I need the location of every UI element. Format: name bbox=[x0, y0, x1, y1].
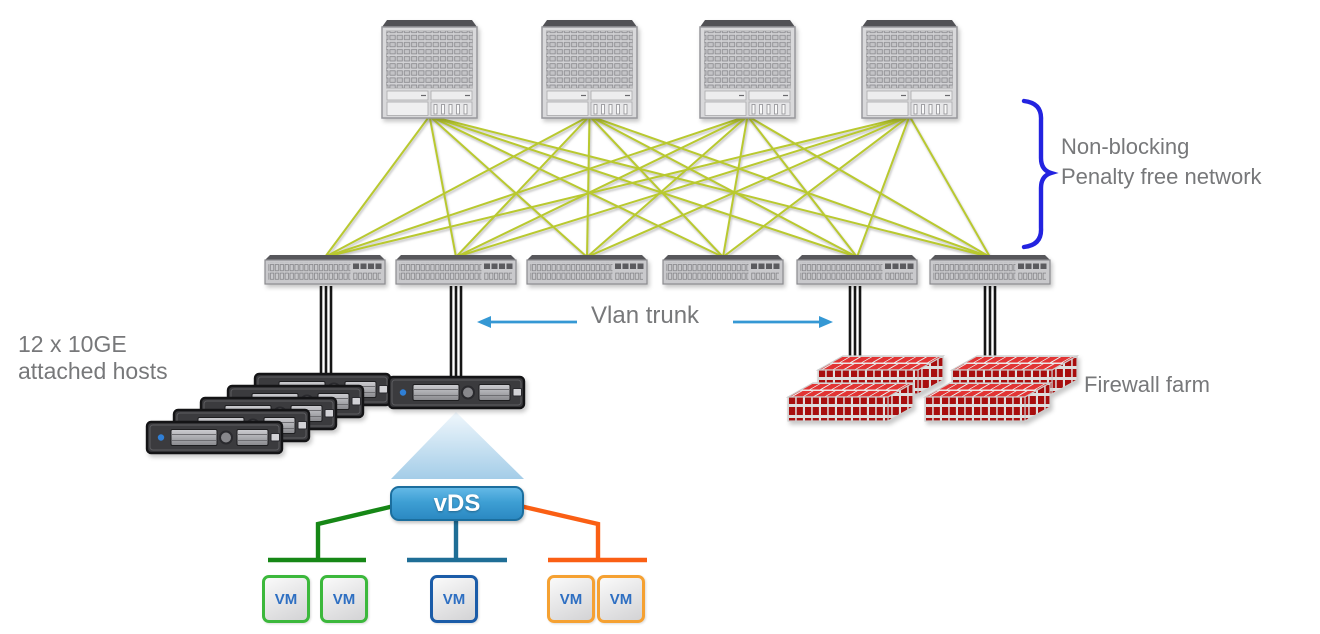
leaf-switch-icon bbox=[264, 254, 386, 285]
vlan-trunk-arrows bbox=[477, 316, 833, 328]
host-server-icon bbox=[387, 375, 526, 410]
orange-portgroup-link bbox=[519, 503, 601, 558]
vm-label: VM bbox=[332, 590, 356, 608]
left-arrowhead-icon bbox=[477, 316, 491, 328]
vm-label: VM bbox=[559, 590, 583, 608]
spine-leaf-mesh-links bbox=[324, 115, 991, 258]
vm-box-orange-2: VM bbox=[597, 575, 645, 623]
host-and-firewall-cables bbox=[319, 286, 997, 380]
cable-leaf5-firewall bbox=[848, 286, 862, 367]
green-portgroup-link bbox=[315, 503, 395, 558]
cable-leaf6-firewall bbox=[983, 286, 997, 367]
network-note-label: Non-blocking Penalty free network bbox=[1061, 132, 1262, 192]
attached-hosts-label-line1: 12 x 10GE bbox=[18, 331, 127, 357]
brace-icon bbox=[1021, 98, 1059, 250]
leaf-switch-icon bbox=[662, 254, 784, 285]
cable-leaf2-host bbox=[449, 286, 463, 380]
network-note-line1: Non-blocking bbox=[1061, 134, 1190, 159]
spine-switch-icon bbox=[861, 19, 958, 119]
vds-box: vDS bbox=[390, 486, 524, 521]
host-server-icon bbox=[145, 420, 284, 455]
vds-label: vDS bbox=[433, 489, 481, 517]
leaf-switch-icon bbox=[526, 254, 648, 285]
vm-box-green-2: VM bbox=[320, 575, 368, 623]
portgroup-connectors bbox=[268, 503, 647, 563]
vm-box-blue-1: VM bbox=[430, 575, 478, 623]
firewall-icon bbox=[787, 382, 914, 422]
vm-box-orange-1: VM bbox=[547, 575, 595, 623]
right-arrowhead-icon bbox=[819, 316, 833, 328]
spine-switch-icon bbox=[541, 19, 638, 119]
vm-label: VM bbox=[442, 590, 466, 608]
network-note-line2: Penalty free network bbox=[1061, 164, 1262, 189]
spine-switch-icon bbox=[381, 19, 478, 119]
leaf-switch-icon bbox=[929, 254, 1051, 285]
leaf-switch-icon bbox=[395, 254, 517, 285]
vm-box-green-1: VM bbox=[262, 575, 310, 623]
cable-leaf1-hosts bbox=[319, 286, 333, 378]
attached-hosts-label-line2: attached hosts bbox=[18, 358, 168, 384]
spine-switch-icon bbox=[699, 19, 796, 119]
vlan-trunk-label: Vlan trunk bbox=[591, 302, 700, 329]
firewall-icon bbox=[924, 382, 1051, 422]
hardware-icons bbox=[145, 19, 1078, 455]
attached-hosts-label: 12 x 10GE attached hosts bbox=[18, 331, 168, 385]
vds-uplink-triangle bbox=[391, 412, 524, 479]
firewall-farm-label: Firewall farm bbox=[1084, 372, 1210, 397]
leaf-switch-icon bbox=[796, 254, 918, 285]
vm-label: VM bbox=[274, 590, 298, 608]
vm-label: VM bbox=[609, 590, 633, 608]
